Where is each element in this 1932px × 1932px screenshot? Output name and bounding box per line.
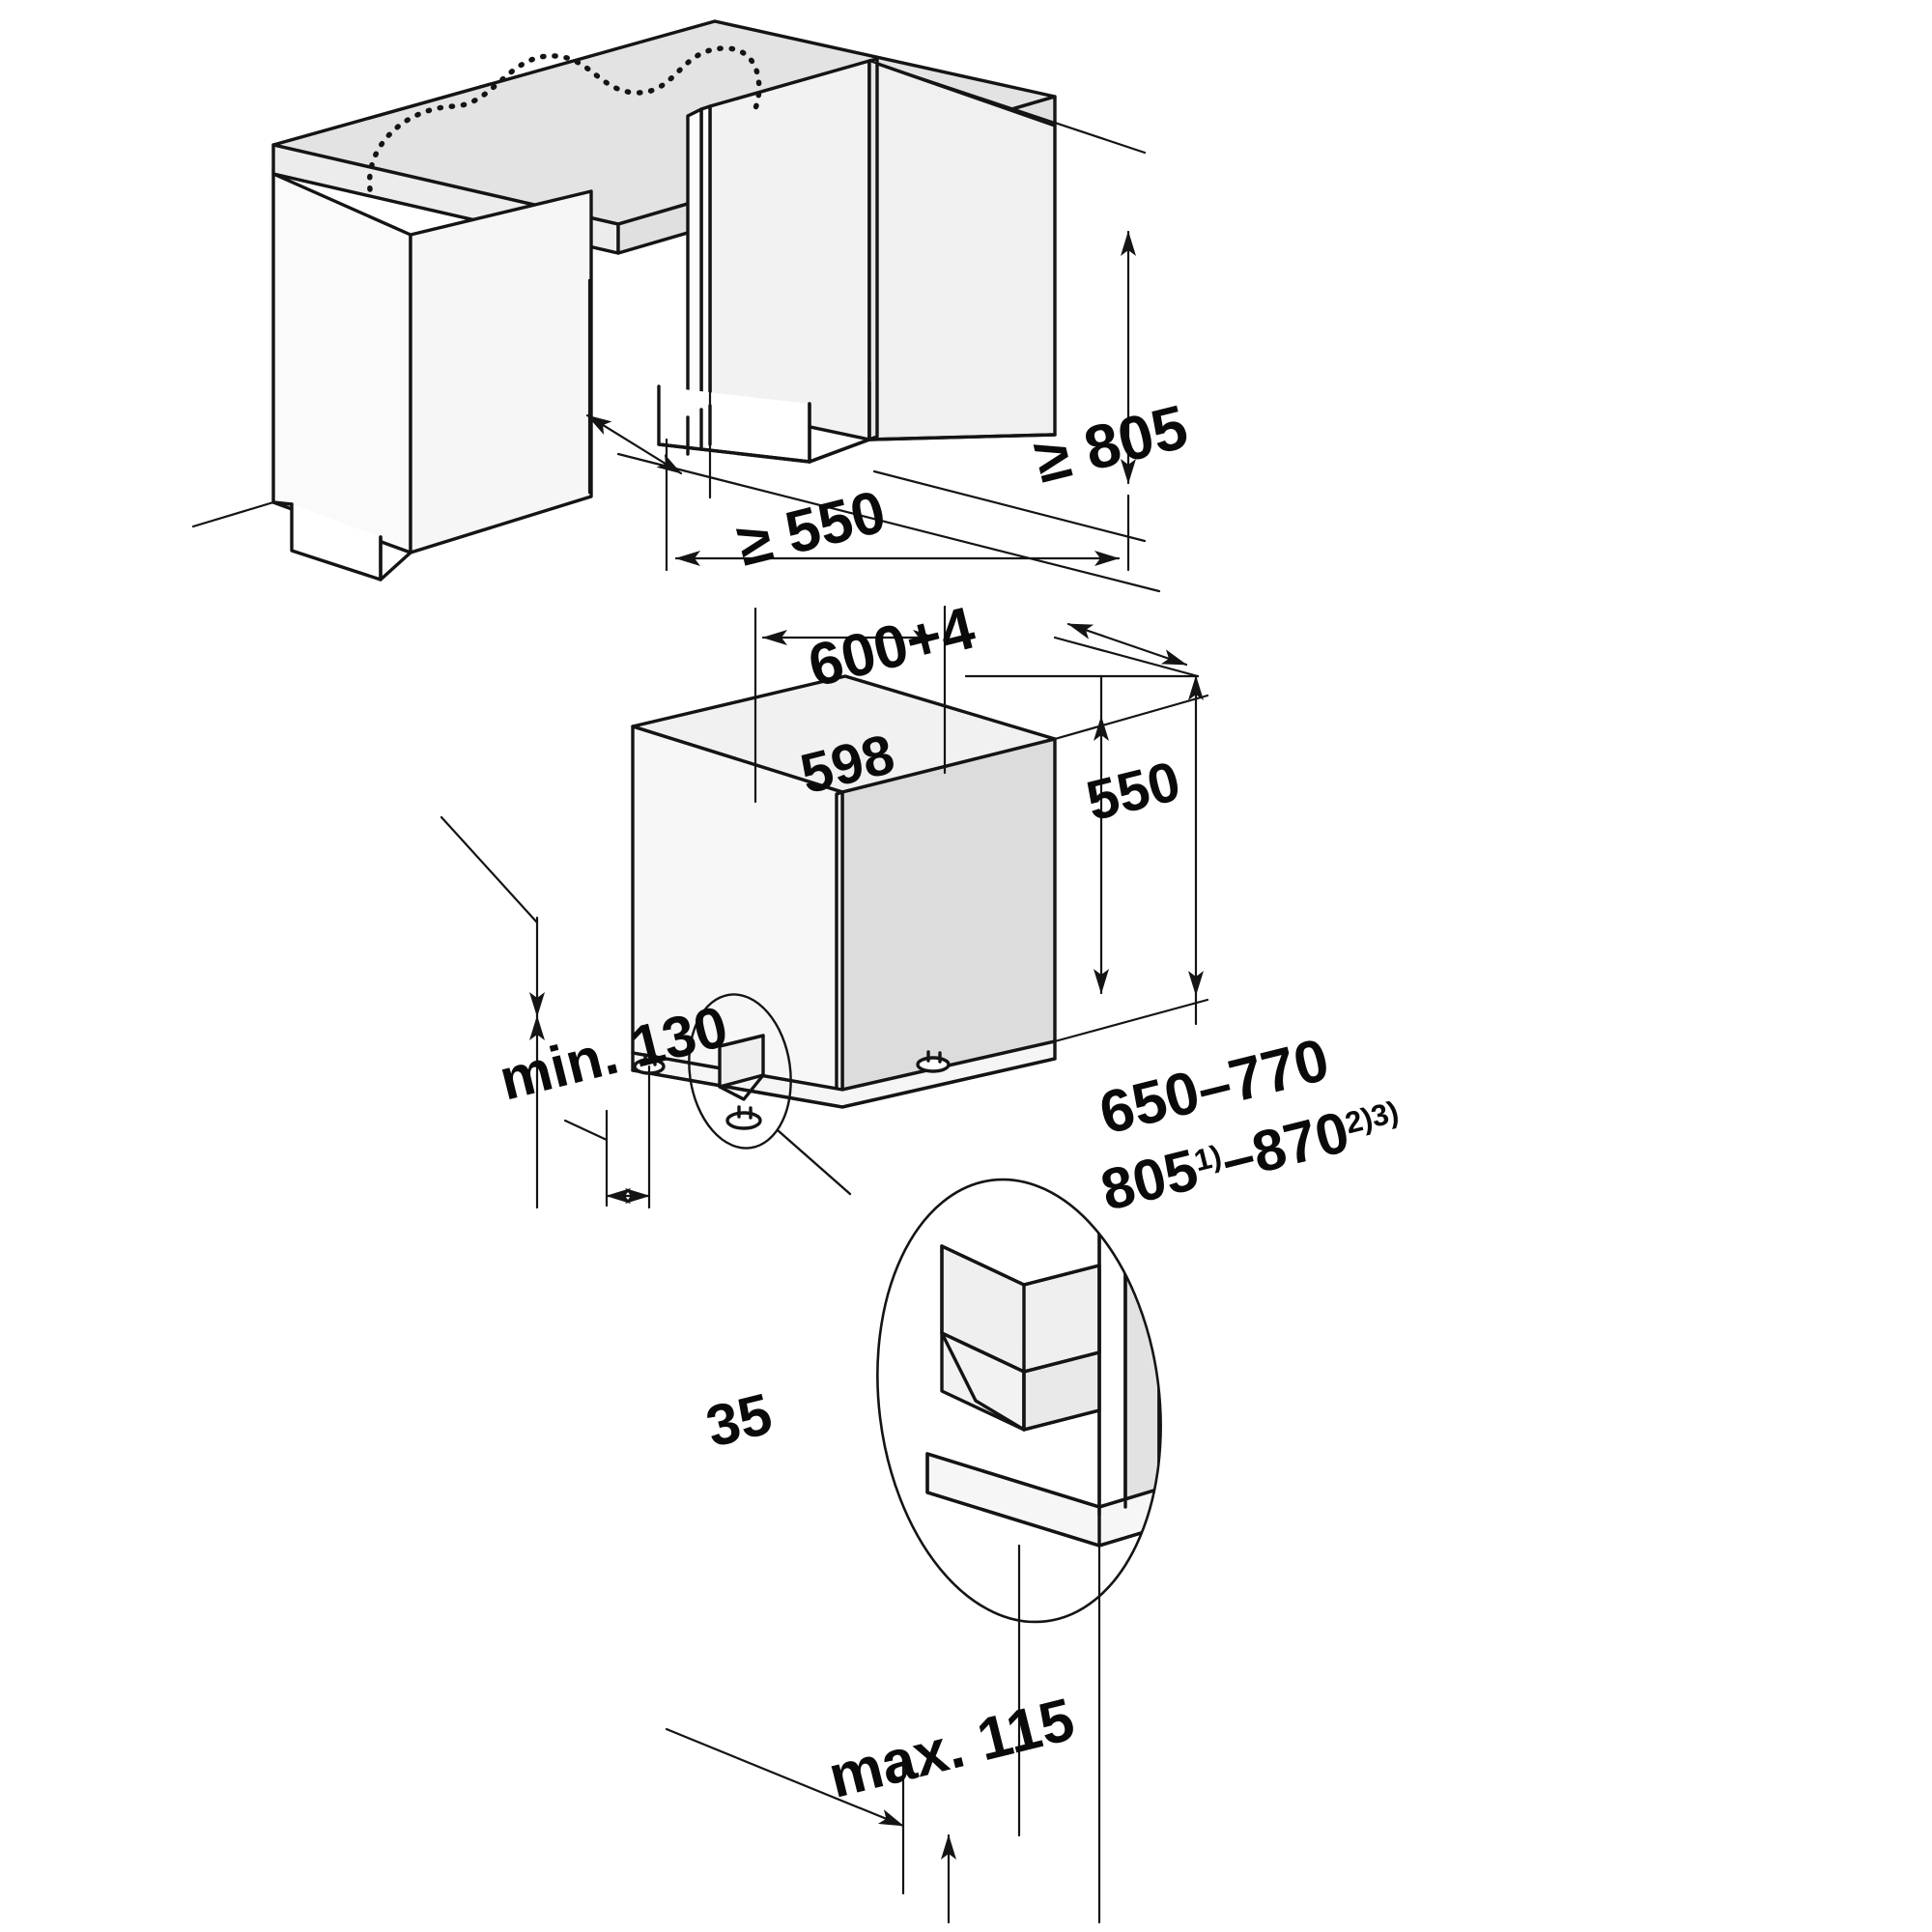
label-niche-width: 600+4 xyxy=(802,594,981,699)
svg-text:550: 550 xyxy=(1080,750,1186,833)
svg-text:min. 130: min. 130 xyxy=(493,994,733,1113)
label-plinth-recess: 35 xyxy=(700,1381,779,1460)
hose-route-icon xyxy=(366,45,762,192)
label-total-height-top: 870 xyxy=(1246,1099,1355,1185)
svg-text:max. 115: max. 115 xyxy=(822,1686,1081,1811)
svg-text:≥ 805: ≥ 805 xyxy=(1028,391,1194,496)
label-niche-depth: ≥ 550 xyxy=(731,478,893,579)
right-niche-cabinet xyxy=(657,57,1057,464)
label-total-height-top-note: 2)3) xyxy=(1342,1094,1402,1140)
appliance-body xyxy=(631,674,1057,1130)
label-total-height-base: 805 xyxy=(1094,1137,1204,1223)
label-front-width: 598 xyxy=(794,723,900,806)
label-plinth-min-height: min. 130 xyxy=(493,994,733,1113)
svg-text:598: 598 xyxy=(794,723,900,806)
svg-text:≥ 550: ≥ 550 xyxy=(731,478,893,579)
label-body-depth: 550 xyxy=(1080,750,1186,833)
detail-ellipse-icon xyxy=(688,993,852,1196)
appliance-dimensions xyxy=(440,605,1209,1924)
svg-text:600+4: 600+4 xyxy=(802,594,981,699)
label-plinth-max-depth: max. 115 xyxy=(822,1686,1081,1811)
label-niche-height: ≥ 805 xyxy=(1028,391,1194,496)
svg-text:35: 35 xyxy=(700,1381,779,1460)
niche-dimensions xyxy=(191,59,1161,593)
